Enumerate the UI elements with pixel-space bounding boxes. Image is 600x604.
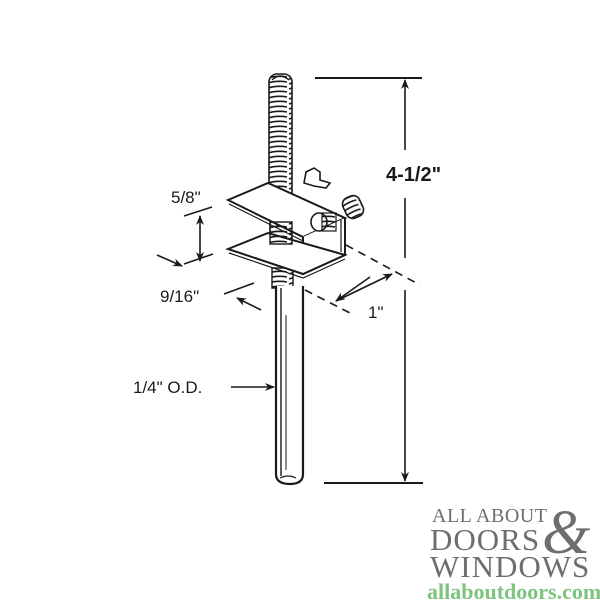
smooth-rod-shank [274,286,305,486]
label-overall-length: 4-1/2" [386,164,441,186]
u-bracket [225,167,365,279]
dimension-rod-diameter: 1/4" O.D. [133,378,275,397]
label-bracket-depth: 1" [368,303,384,322]
label-bracket-width: 9/16" [160,287,199,306]
logo-line-all-about: ALL ABOUT [432,505,548,527]
dimension-bracket-gap: 5/8" [171,188,214,265]
logo-url: allaboutdoors.com [427,579,600,604]
threaded-rod-upper [268,73,293,215]
brand-logo: ALL ABOUT DOORS WINDOWS allaboutdoors.co… [418,502,600,604]
dimension-bracket-depth: 1" [304,244,421,322]
set-screw [341,194,365,220]
label-bracket-gap: 5/8" [171,188,201,207]
label-rod-diameter: 1/4" O.D. [133,378,202,397]
dimension-bracket-width: 9/16" [156,254,262,311]
logo-line-doors: DOORS [430,522,541,557]
logo-line-windows: WINDOWS [430,549,591,584]
inner-screw [310,212,337,232]
logo-ampersand: & [542,499,591,567]
dimension-overall-length: 4-1/2" [315,77,441,484]
